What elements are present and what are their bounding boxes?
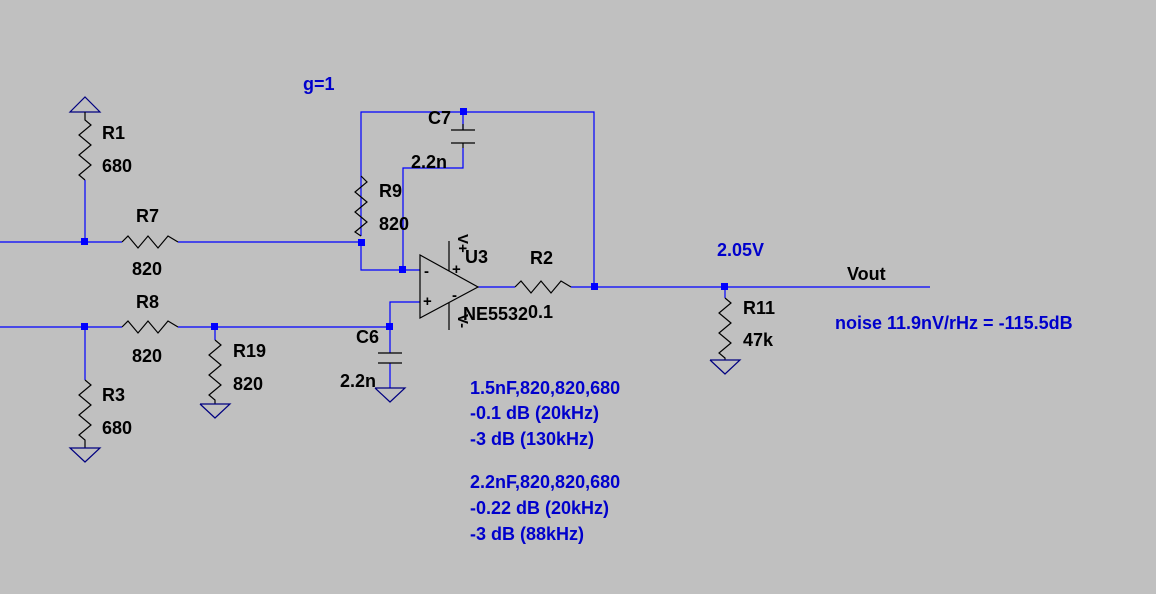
resistor-r7-name: R7: [136, 206, 159, 226]
resistor-r3-name: R3: [102, 385, 125, 405]
vout-level-label: 2.05V: [717, 240, 764, 260]
junction-r8-r19: [211, 323, 218, 330]
opamp-u3-noninverting-pin: +: [423, 293, 432, 310]
junction-c6: [386, 323, 393, 330]
resistor-r9-value: 820: [379, 214, 409, 234]
resistor-r7[interactable]: R7 820: [121, 206, 179, 279]
junction-r3-r8: [81, 323, 88, 330]
resistor-r19-body: [208, 339, 222, 404]
resistor-r1[interactable]: R1 680: [68, 96, 132, 181]
resistor-r8-body: [121, 320, 179, 334]
net-label-vout: Vout: [847, 264, 886, 284]
opamp-u3-vplus-mark: +: [452, 261, 461, 278]
resistor-r19[interactable]: R19 820: [199, 339, 266, 419]
resistor-r2[interactable]: R2 0.1: [514, 248, 572, 322]
resistor-r11-name: R11: [743, 298, 775, 318]
capacitor-c6-name: C6: [356, 327, 379, 347]
resistor-r2-body: [514, 280, 572, 294]
resistor-r8-value: 820: [132, 346, 162, 366]
junction-r1-r7: [81, 238, 88, 245]
resistor-r11-body: [718, 297, 732, 360]
resistor-r7-body: [121, 235, 179, 249]
junction-inverting: [399, 266, 406, 273]
note-block-2: 2.2nF,820,820,680 -0.22 dB (20kHz) -3 dB…: [470, 472, 620, 544]
resistor-r7-value: 820: [132, 259, 162, 279]
gain-directive: g=1: [303, 74, 335, 94]
resistor-r8[interactable]: R8 820: [121, 292, 179, 366]
opamp-u3-vminus-mark: -: [452, 287, 457, 304]
note-block-1: 1.5nF,820,820,680 -0.1 dB (20kHz) -3 dB …: [470, 378, 620, 449]
capacitor-c7[interactable]: C7 2.2n: [411, 108, 475, 172]
note-2-line-3: -3 dB (88kHz): [470, 524, 584, 544]
ground-r19: [199, 403, 232, 419]
note-1-line-1: 1.5nF,820,820,680: [470, 378, 620, 398]
resistor-r9[interactable]: R9 820: [353, 175, 409, 237]
junction-output: [591, 283, 598, 290]
ground-c6: [374, 387, 407, 403]
ground-r11: [709, 359, 742, 375]
capacitor-c6-value: 2.2n: [340, 371, 376, 391]
resistor-r1-body: [78, 112, 92, 181]
capacitor-c7-value: 2.2n: [411, 152, 447, 172]
opamp-u3-vminus-label: V-: [454, 314, 471, 328]
note-2-line-2: -0.22 dB (20kHz): [470, 498, 609, 518]
opamp-u3[interactable]: - + + - V+ V- U3 NE5532: [419, 234, 528, 330]
resistor-r1-value: 680: [102, 156, 132, 176]
capacitor-c6[interactable]: C6 2.2n: [340, 327, 407, 403]
junction-c7-top: [460, 108, 467, 115]
resistor-r2-name: R2: [530, 248, 553, 268]
wire-inverting-input[interactable]: [360, 242, 420, 271]
resistor-r11-value: 47k: [743, 330, 774, 350]
opamp-u3-inverting-pin: -: [424, 263, 429, 280]
opamp-u3-name: U3: [465, 247, 488, 267]
resistor-r9-body: [353, 175, 368, 237]
note-1-line-3: -3 dB (130kHz): [470, 429, 594, 449]
resistor-r2-value: 0.1: [528, 302, 553, 322]
wire-noninverting-input[interactable]: [178, 301, 420, 328]
resistor-r3-value: 680: [102, 418, 132, 438]
resistor-r11[interactable]: R11 47k: [709, 297, 775, 375]
noise-annotation: noise 11.9nV/rHz = -115.5dB: [835, 313, 1073, 333]
note-1-line-2: -0.1 dB (20kHz): [470, 403, 599, 423]
resistor-r9-name: R9: [379, 181, 402, 201]
junction-r11: [721, 283, 728, 290]
supply-flag-r3: [68, 447, 102, 463]
wire-c7-bottom[interactable]: [402, 148, 464, 270]
supply-flag-r1: [68, 96, 102, 113]
opamp-u3-value: NE5532: [463, 304, 528, 324]
resistor-r3-body: [78, 379, 92, 448]
resistor-r19-name: R19: [233, 341, 266, 361]
note-2-line-1: 2.2nF,820,820,680: [470, 472, 620, 492]
resistor-r3[interactable]: R3 680: [68, 379, 132, 463]
opamp-u3-vplus-label: V+: [454, 234, 471, 253]
junction-r9-r7: [358, 239, 365, 246]
junction-nodes: [81, 108, 728, 330]
resistor-r8-name: R8: [136, 292, 159, 312]
capacitor-c7-name: C7: [428, 108, 451, 128]
resistor-r19-value: 820: [233, 374, 263, 394]
resistor-r1-name: R1: [102, 123, 125, 143]
